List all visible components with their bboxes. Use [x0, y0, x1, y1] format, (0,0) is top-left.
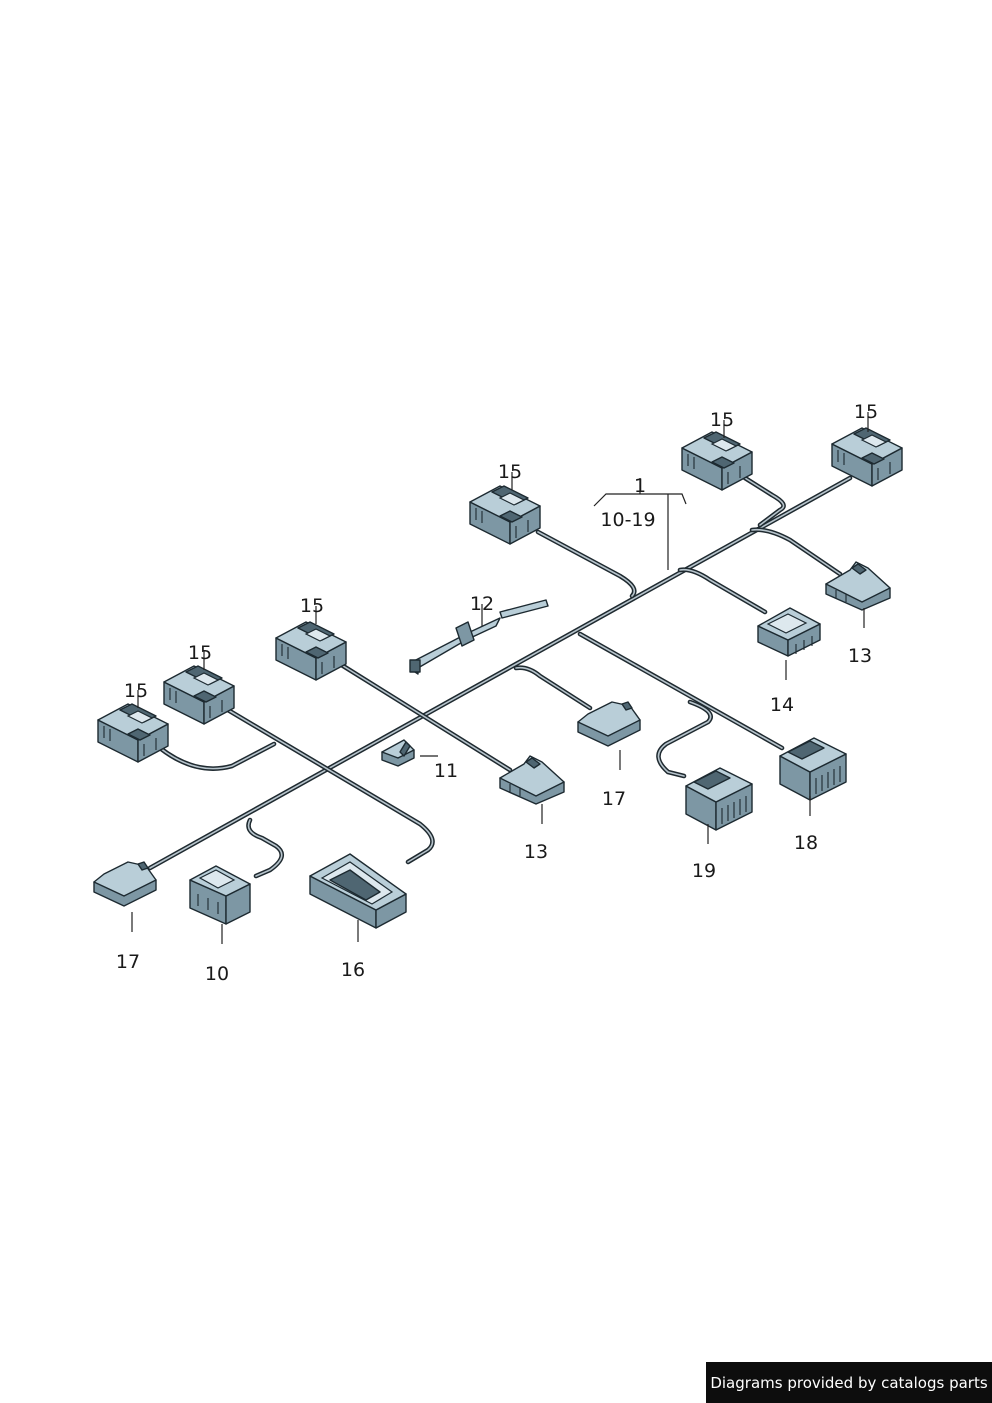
callout-13: 13	[524, 841, 548, 863]
clip-11	[381, 739, 415, 767]
callout-14: 14	[770, 694, 794, 716]
connector-10	[189, 865, 251, 925]
cable-tie-12	[409, 599, 549, 675]
credit-banner: Diagrams provided by catalogs parts	[706, 1362, 992, 1403]
callout-15: 15	[710, 409, 734, 431]
callout-15: 15	[300, 595, 324, 617]
connector-15-center	[469, 485, 541, 545]
callout-13: 13	[848, 645, 872, 667]
callout-18: 18	[794, 832, 818, 854]
callout-17: 17	[602, 788, 626, 810]
connector-16	[309, 853, 407, 929]
connector-17-left	[93, 861, 157, 907]
callout-17: 17	[116, 951, 140, 973]
callout-11: 11	[434, 760, 458, 782]
connector-19	[685, 767, 753, 831]
connector-13-mid	[499, 755, 565, 805]
callout-group-range: 10-19	[600, 509, 655, 531]
callout-harness: 1	[634, 475, 646, 497]
connector-15-left	[163, 665, 235, 725]
leader-lines	[131, 412, 869, 944]
harness-wires	[147, 475, 853, 879]
connector-14	[757, 607, 821, 657]
callout-16: 16	[341, 959, 365, 981]
connector-15-far-left	[97, 703, 169, 763]
callout-12: 12	[470, 593, 494, 615]
callout-10: 10	[205, 963, 229, 985]
connector-15-mid-left	[275, 621, 347, 681]
callout-15: 15	[498, 461, 522, 483]
callout-19: 19	[692, 860, 716, 882]
callout-15: 15	[124, 680, 148, 702]
connector-15-top-right-a	[681, 431, 753, 491]
connector-18	[779, 737, 847, 801]
callout-15: 15	[188, 642, 212, 664]
callout-15: 15	[854, 401, 878, 423]
connector-15-top-right-b	[831, 427, 903, 487]
